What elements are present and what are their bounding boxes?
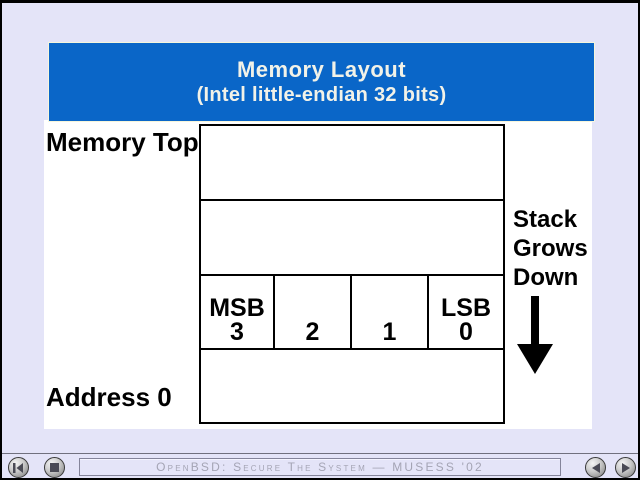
previous-slide-button[interactable] [585, 457, 606, 478]
byte-cell-label: LSB [441, 294, 491, 322]
stack-label-line: Stack [513, 206, 578, 233]
slide-title: Memory Layout [236, 56, 407, 82]
stop-button[interactable] [44, 457, 65, 478]
footer-divider [2, 453, 638, 454]
byte-cell-msb: MSB 3 [201, 276, 273, 346]
byte-cell-index: 0 [459, 318, 473, 346]
byte-cell-label: MSB [209, 294, 265, 322]
memory-layout-box: MSB 3 2 1 LSB 0 [199, 124, 505, 424]
row-divider [201, 199, 503, 201]
byte-cell-index: 2 [305, 318, 320, 346]
address-zero-label: Address 0 [46, 382, 172, 412]
skip-to-first-button[interactable] [8, 457, 29, 478]
byte-cell-lsb: LSB 0 [429, 276, 503, 346]
byte-cell-divider [427, 276, 429, 348]
next-slide-button[interactable] [615, 457, 636, 478]
row-divider [201, 274, 503, 276]
byte-cell-divider [350, 276, 352, 348]
previous-slide-icon [591, 462, 600, 473]
down-arrow-icon [517, 296, 553, 374]
next-slide-icon [621, 462, 630, 473]
stop-icon [50, 463, 59, 472]
stack-grows-down-label: Stack Grows Down [513, 205, 588, 292]
footer-caption: OpenBSD: Secure The System — MUSESS '02 [156, 460, 484, 474]
stack-label-line: Grows [513, 235, 588, 262]
byte-cell-index: 3 [230, 318, 244, 346]
slide-subtitle: (Intel little-endian 32 bits) [196, 83, 447, 106]
row-divider [201, 348, 503, 350]
byte-cell-index: 1 [382, 318, 397, 346]
slide-title-bar: Memory Layout (Intel little-endian 32 bi… [48, 42, 595, 122]
byte-cell-2: 2 [275, 276, 350, 346]
stack-label-line: Down [513, 264, 579, 291]
byte-cell-divider [273, 276, 275, 348]
byte-cell-1: 1 [352, 276, 427, 346]
skip-to-first-icon [13, 462, 23, 473]
memory-top-label: Memory Top [46, 127, 199, 157]
footer-caption-box: OpenBSD: Secure The System — MUSESS '02 [79, 458, 561, 476]
